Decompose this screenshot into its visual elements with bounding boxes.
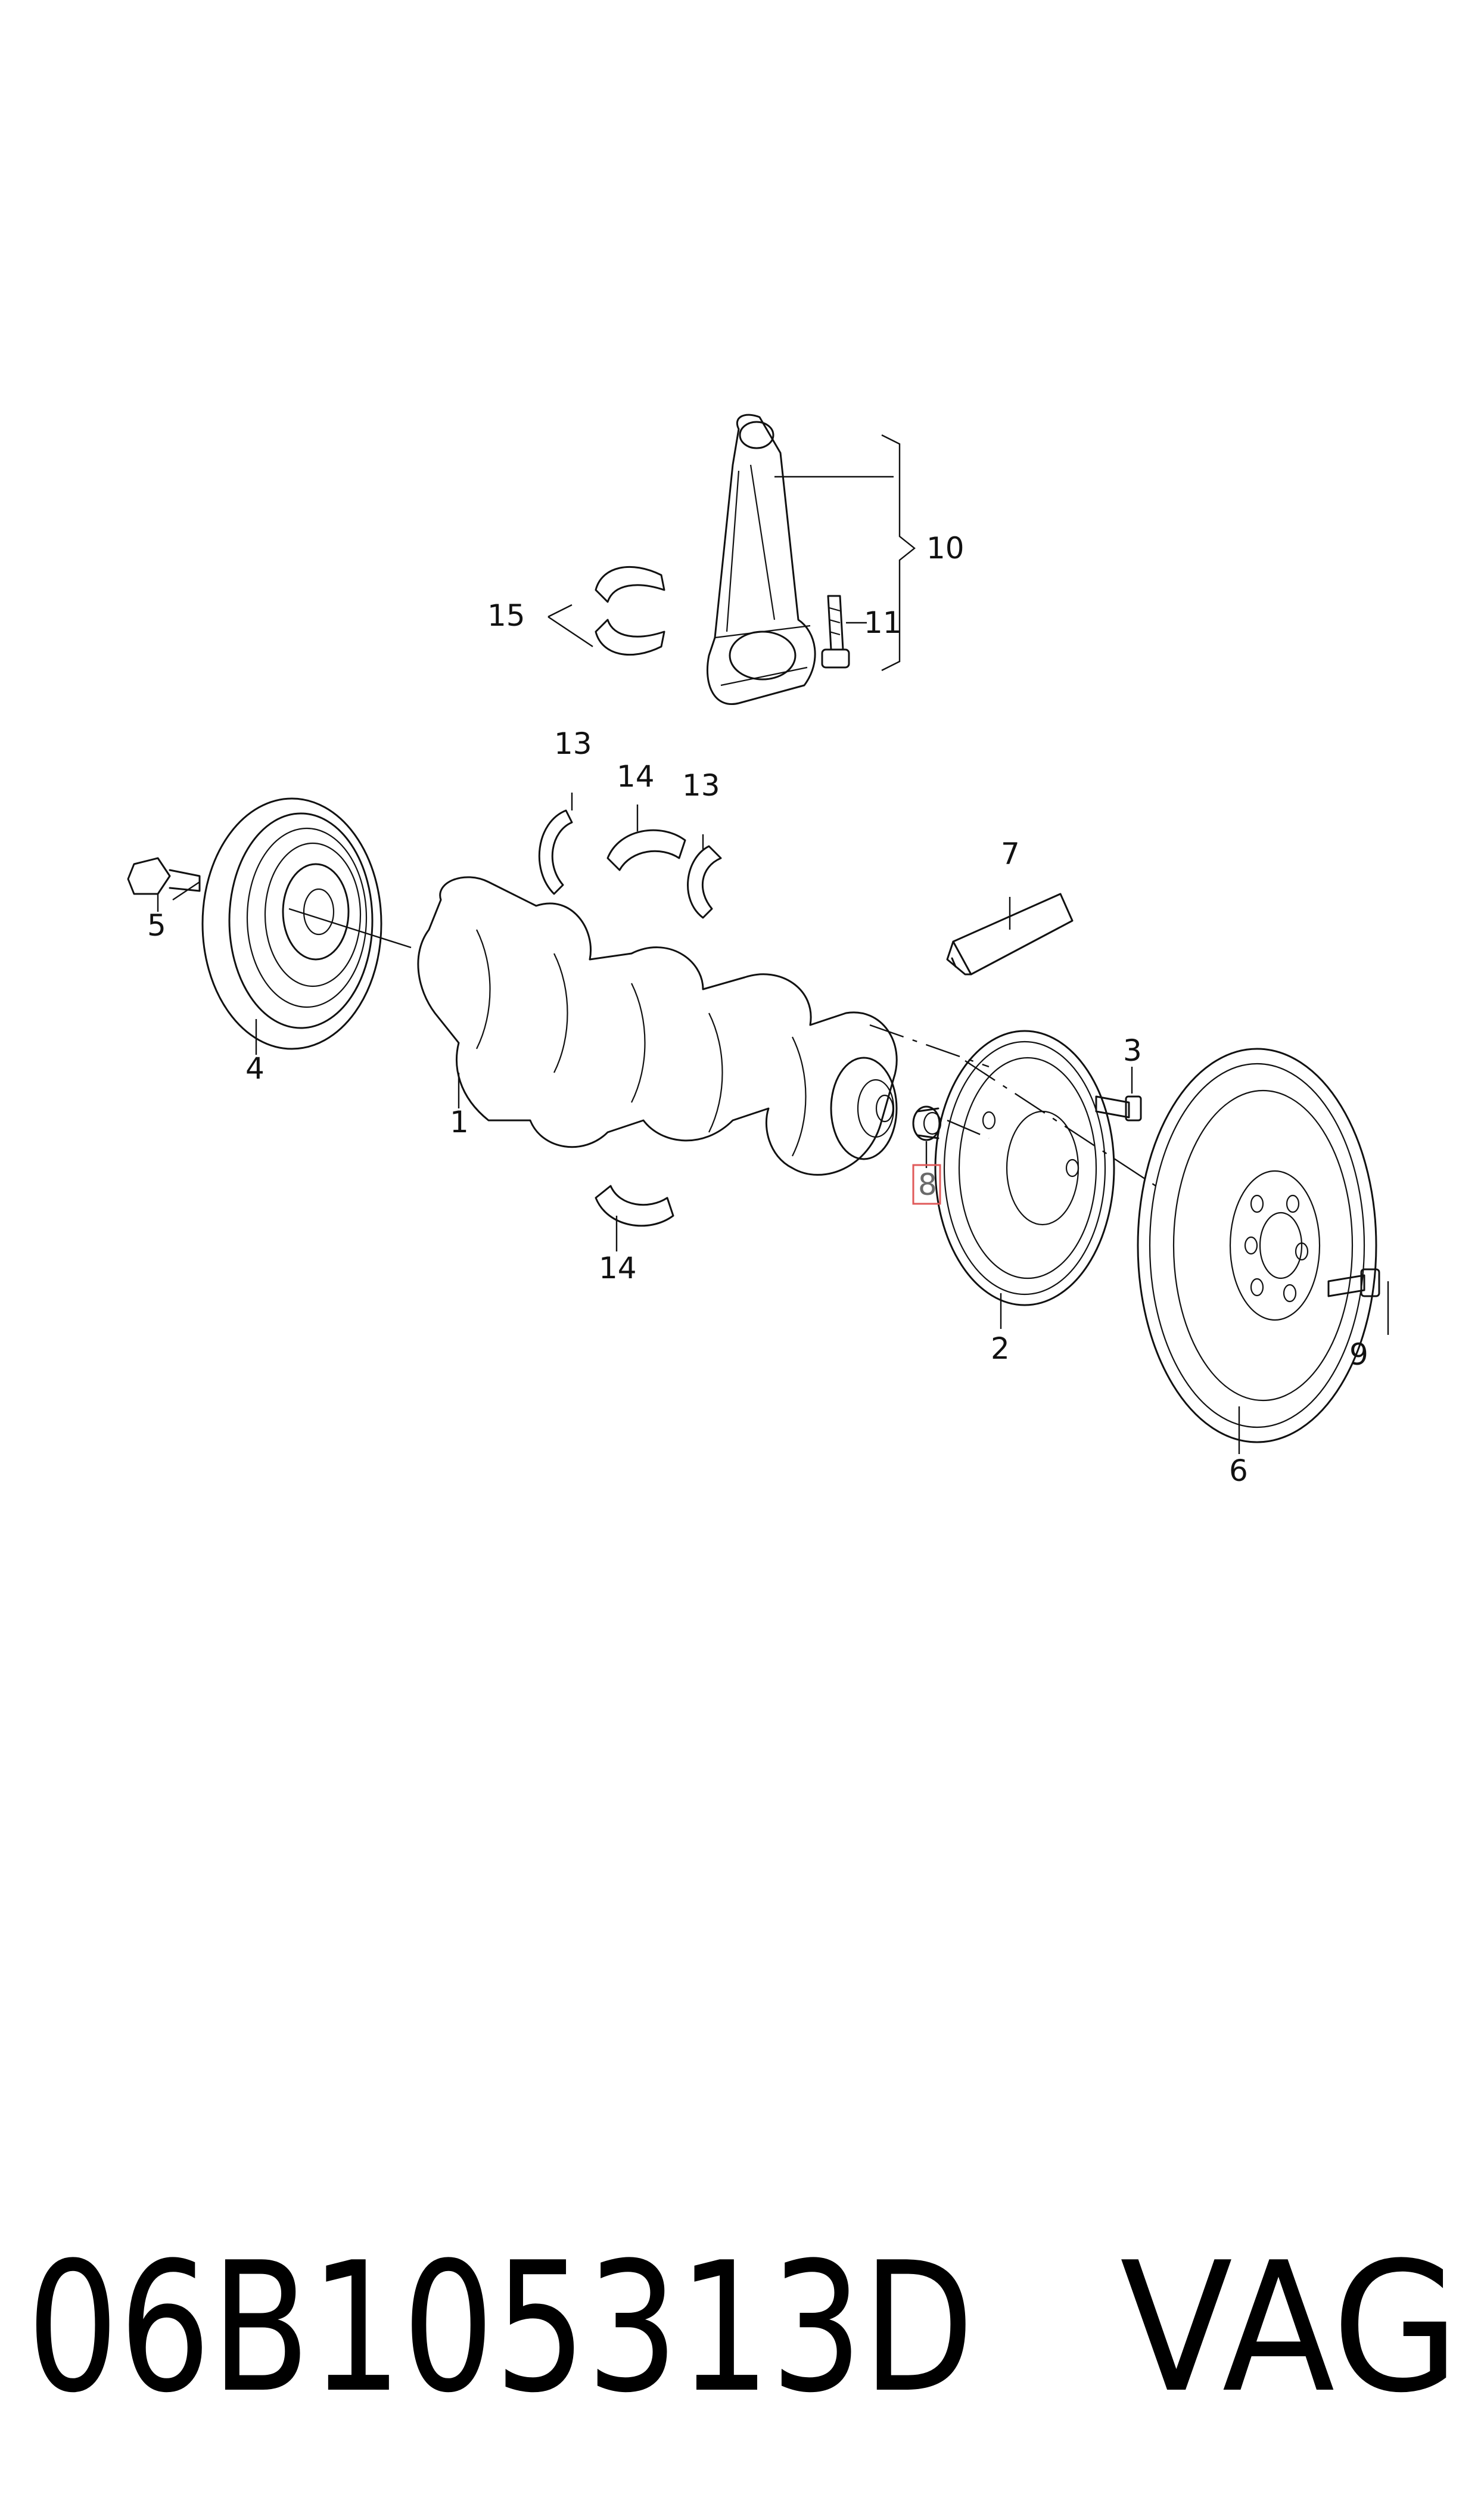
callout-5: 5 [147, 908, 166, 943]
part-number: 06B105313D [27, 2224, 974, 2432]
callout-9: 9 [1349, 1337, 1368, 1372]
sender-wheel [934, 1030, 1115, 1306]
sender-wheel-bolt [1095, 1095, 1142, 1122]
crankshaft [417, 876, 898, 1176]
callout-6: 6 [1229, 1453, 1248, 1488]
thrust-washer-right [687, 845, 722, 919]
pulley [201, 797, 382, 1050]
conrod-bolt [821, 595, 850, 669]
callout-15: 15 [487, 598, 525, 633]
callout-3: 3 [1123, 1033, 1142, 1068]
callout-2: 2 [991, 1331, 1010, 1366]
callout-8: 8 [918, 1167, 937, 1202]
main-bearing-upper [606, 829, 686, 871]
flywheel-bolt [1327, 1268, 1380, 1297]
thrust-washer-left [538, 809, 573, 895]
callout-13-right: 13 [682, 768, 720, 803]
callout-7: 7 [1001, 837, 1020, 871]
flywheel [1137, 1048, 1377, 1443]
bush-part-8 [912, 1105, 942, 1141]
main-bearing-lower [595, 1185, 674, 1227]
conrod-bearing-shells [595, 566, 665, 656]
sealant-tube [946, 893, 1074, 976]
callout-4: 4 [245, 1051, 265, 1086]
callout-8-highlight-box [912, 1164, 941, 1205]
callout-1: 1 [450, 1105, 469, 1139]
connecting-rod [706, 414, 816, 705]
callout-13-left: 13 [554, 726, 592, 761]
callout-14-upper: 14 [617, 759, 655, 794]
callout-14-lower: 14 [599, 1251, 637, 1285]
bracket-10 [881, 434, 916, 672]
callout-11: 11 [864, 605, 902, 640]
brand-name: VAG [1120, 2224, 1460, 2432]
callout-10: 10 [926, 531, 965, 566]
